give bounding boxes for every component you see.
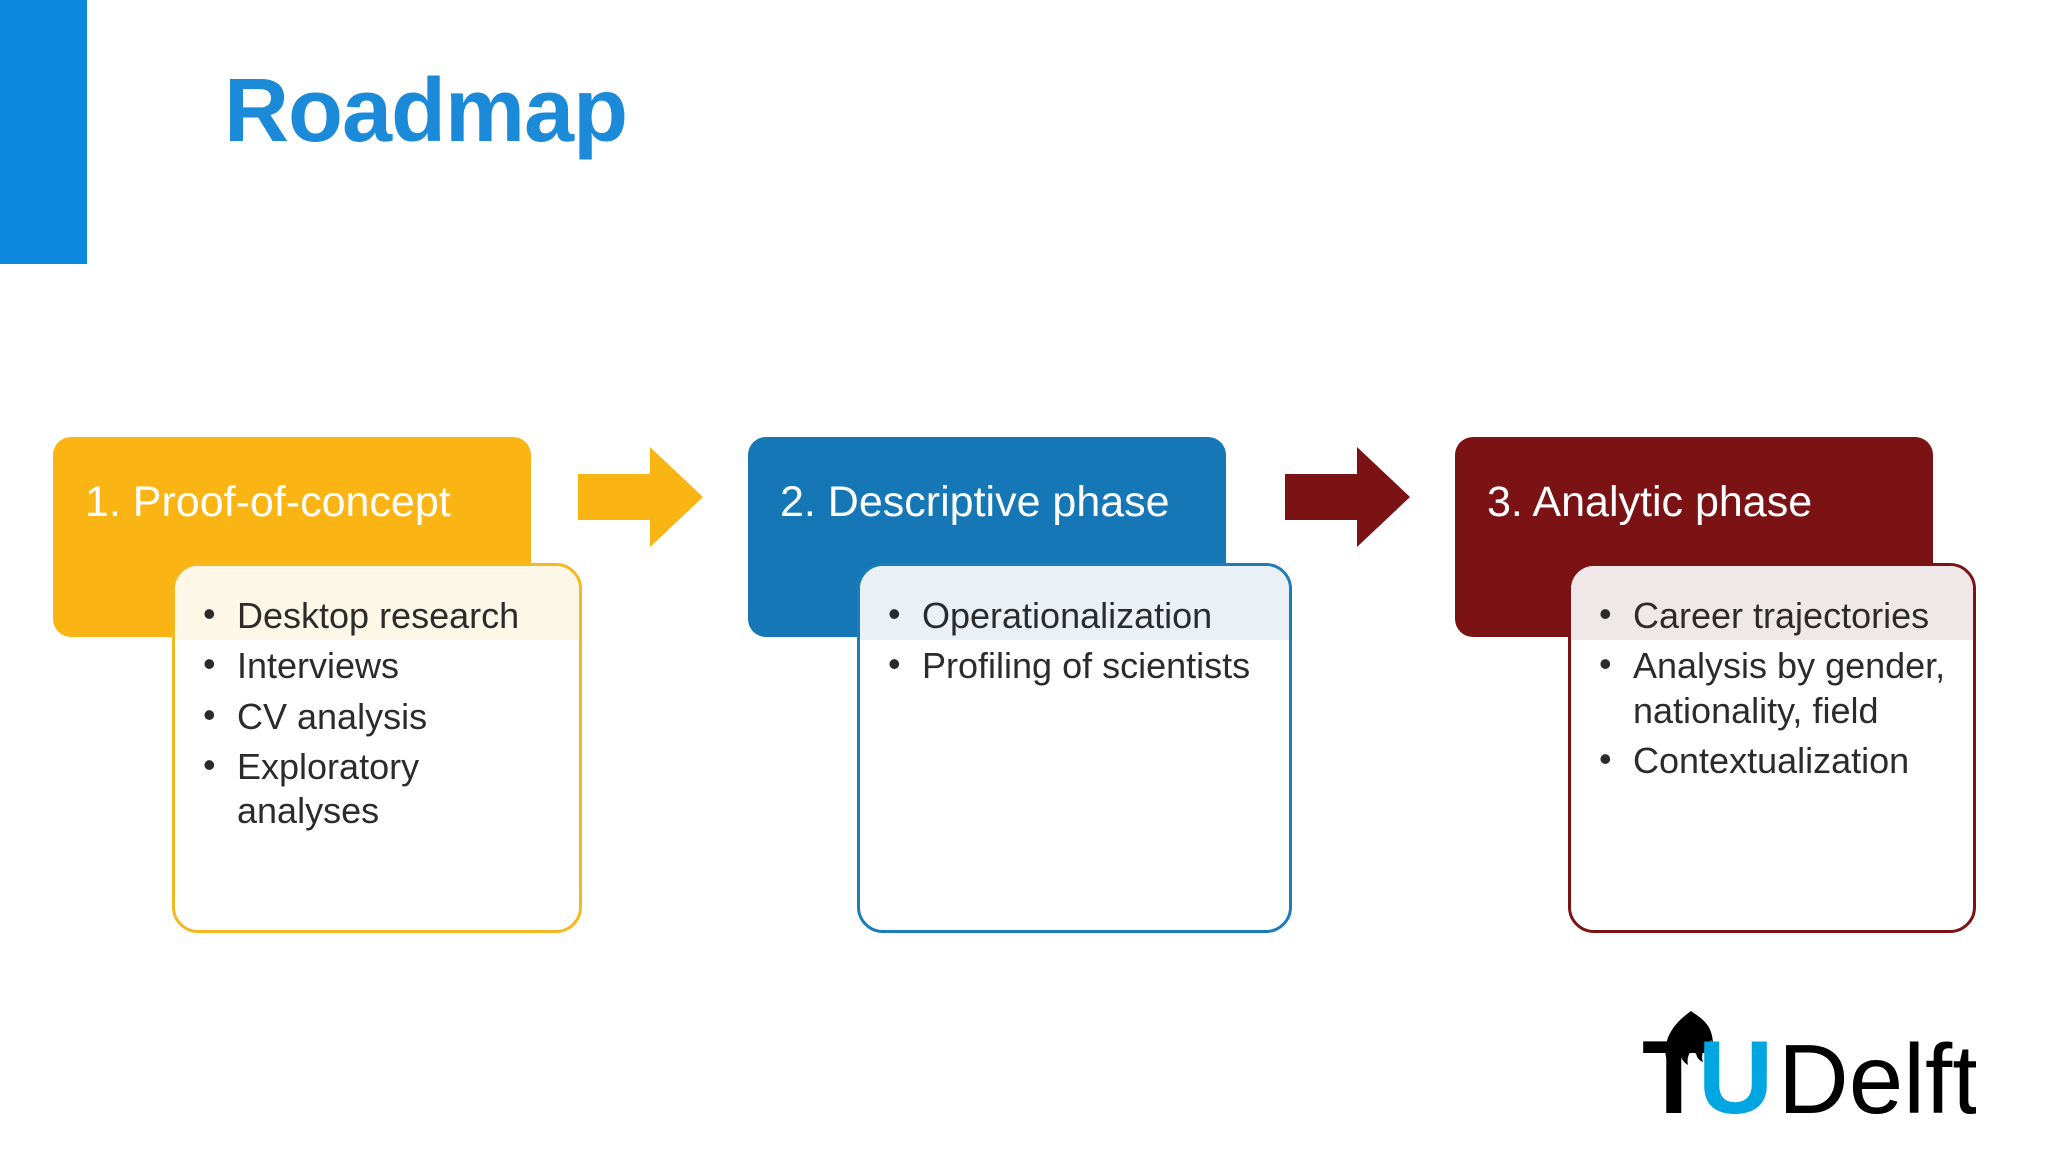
phase-list-2: Operationalization Profiling of scientis… [860,566,1289,715]
list-item: Interviews [203,642,561,688]
svg-text:Delft: Delft [1778,1024,1976,1128]
list-item: Operationalization [888,592,1271,638]
list-item: Desktop research [203,592,561,638]
list-item: Career trajectories [1599,592,1955,638]
phase-header-3: 3. Analytic phase [1455,437,1933,637]
arrow-right-icon-2 [1285,447,1410,547]
svg-text:U: U [1698,1020,1773,1128]
phase-header-label-2: 2. Descriptive phase [780,478,1170,526]
left-accent-bar [0,0,87,264]
list-item: Exploratory analyses [203,743,561,834]
list-item: Contextualization [1599,737,1955,783]
page-title: Roadmap [224,61,628,161]
arrow-right-icon-1 [578,447,703,547]
phase-list-1: Desktop research Interviews CV analysis … [175,566,579,859]
list-item: Analysis by gender, nationality, field [1599,642,1955,733]
phase-body-2: Operationalization Profiling of scientis… [857,563,1292,933]
phase-header-label-3: 3. Analytic phase [1487,478,1813,526]
list-item: Profiling of scientists [888,642,1271,688]
phase-body-3: Career trajectories Analysis by gender, … [1568,563,1976,933]
phase-list-3: Career trajectories Analysis by gender, … [1571,566,1973,809]
phase-header-label-1: 1. Proof-of-concept [85,478,451,526]
list-item: CV analysis [203,693,561,739]
svg-text:T: T [1642,1020,1706,1128]
flame-icon [1665,1011,1714,1068]
tu-delft-logo: T U Delft [1636,1003,1980,1136]
phase-body-1: Desktop research Interviews CV analysis … [172,563,582,933]
